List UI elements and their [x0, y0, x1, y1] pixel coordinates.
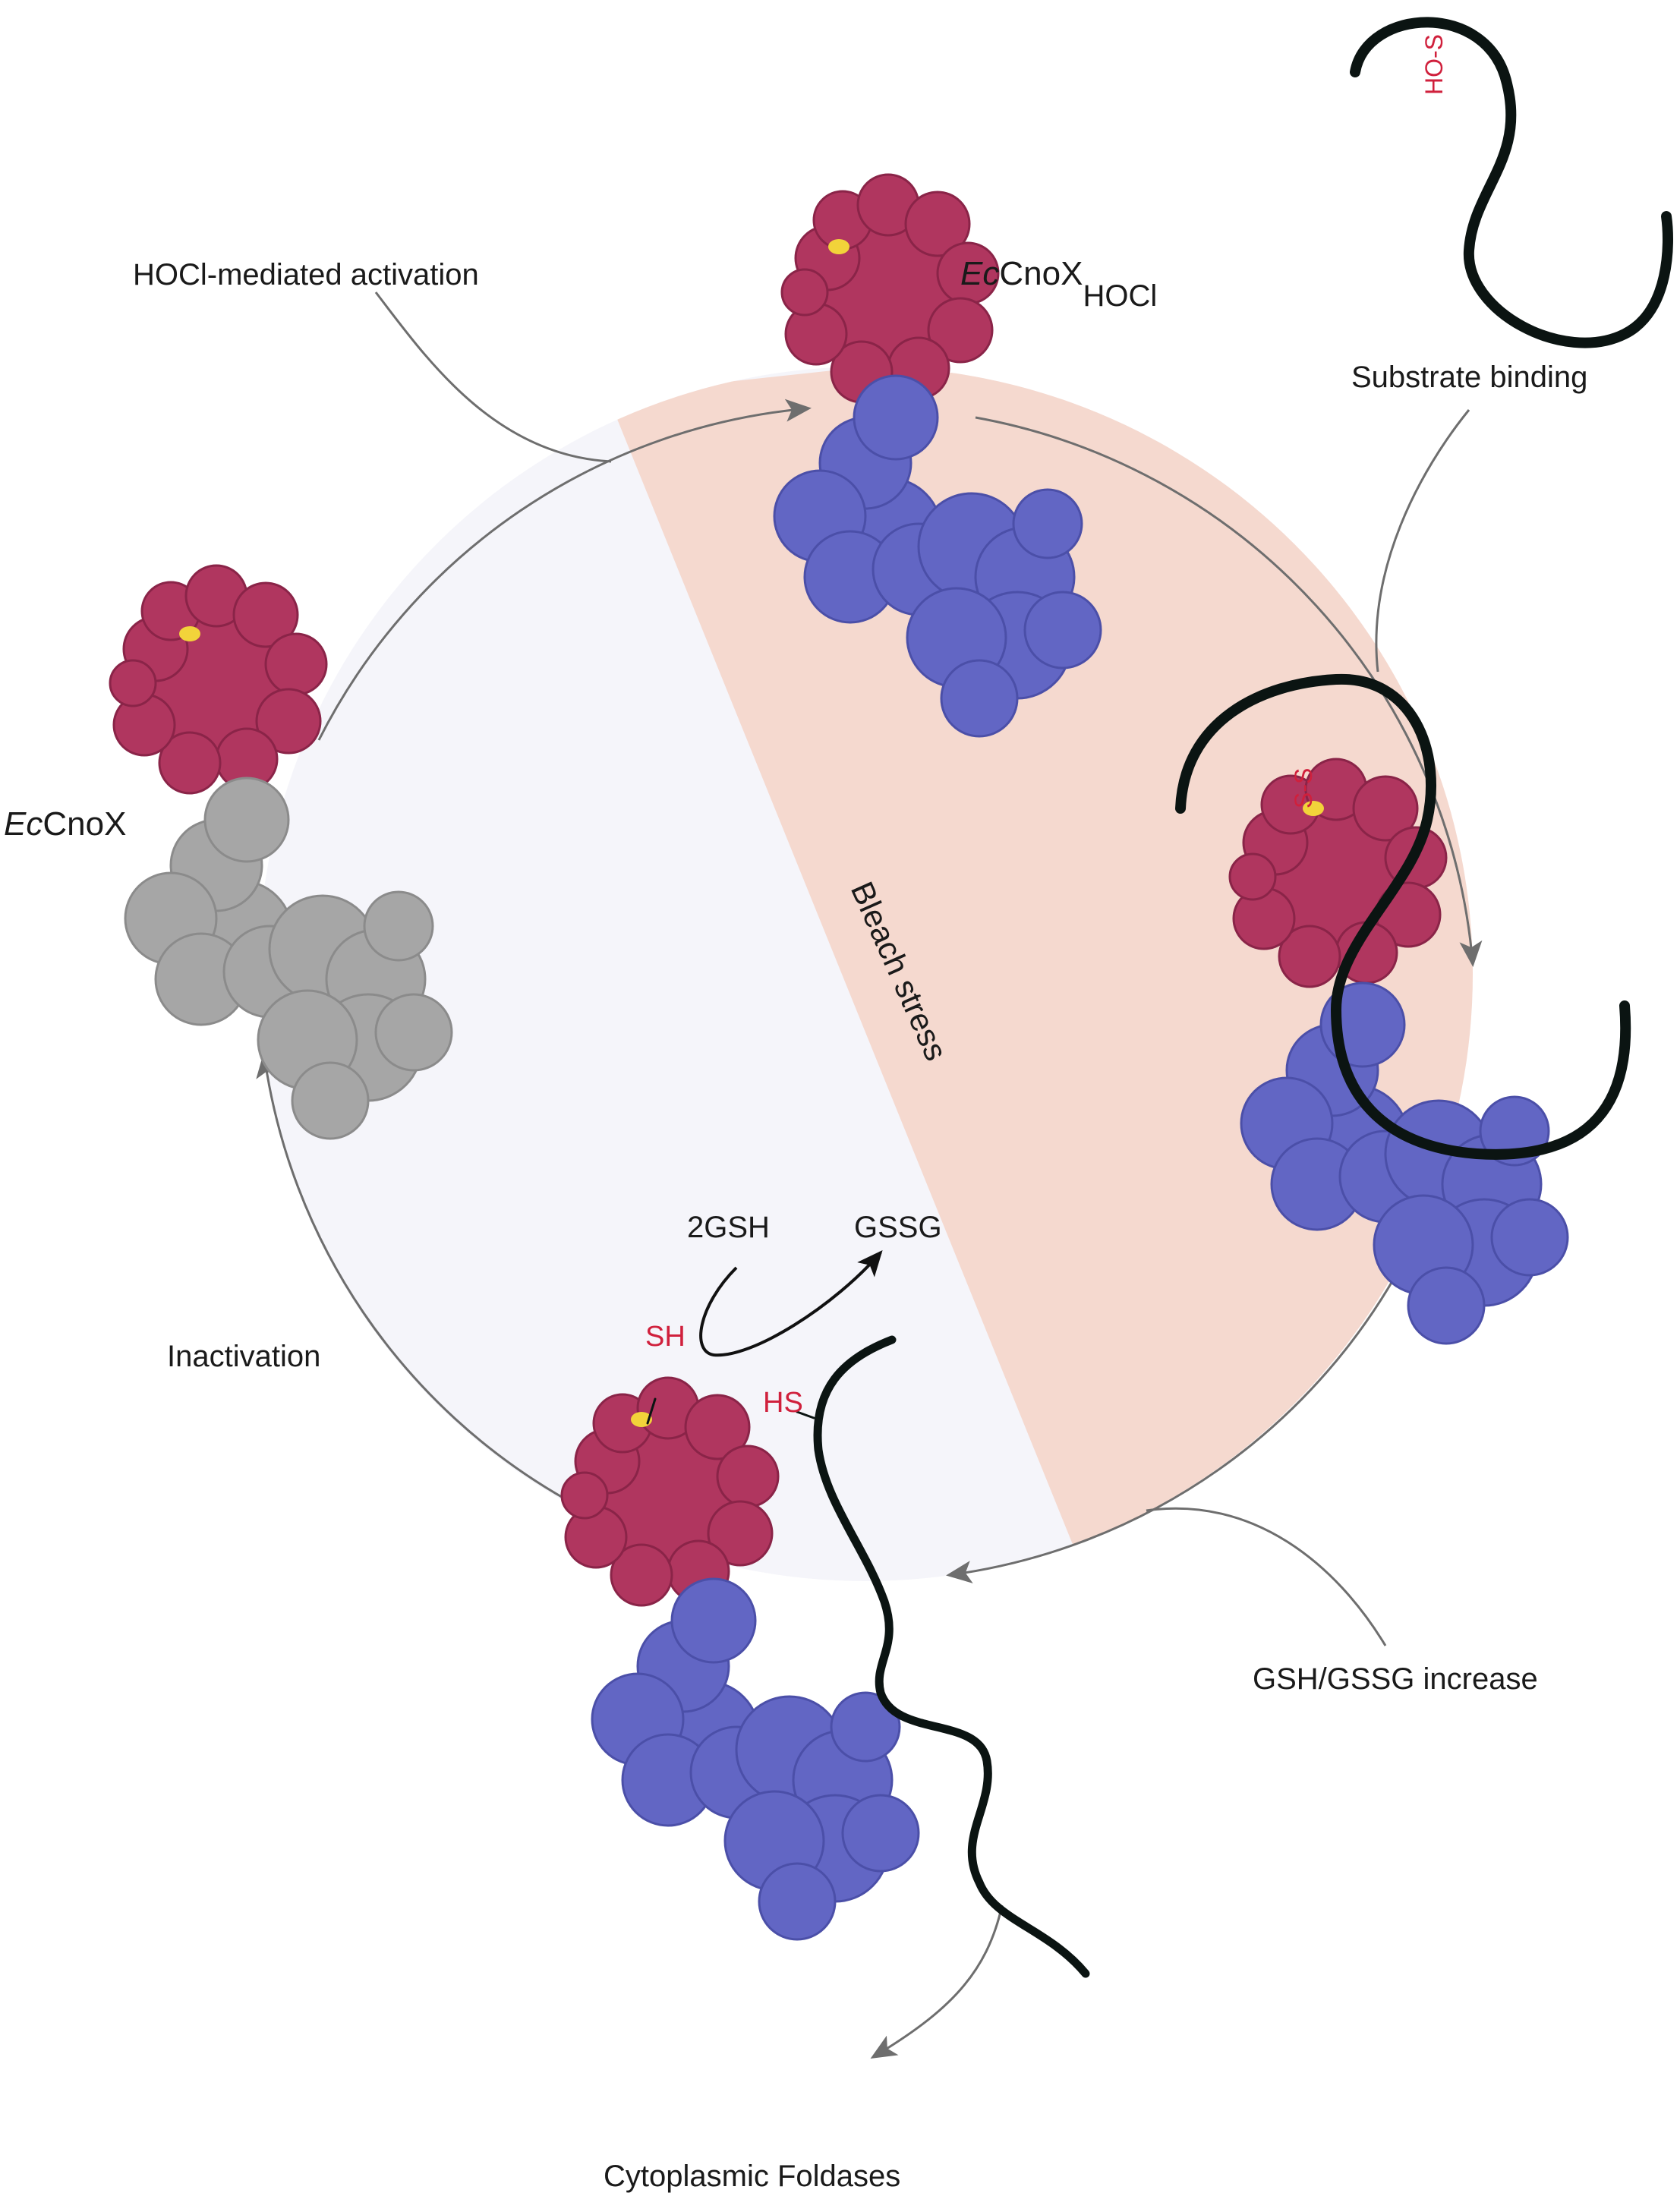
foldases-label: Cytoplasmic Foldases	[604, 2160, 900, 2193]
s-s-label: S-S	[1290, 768, 1317, 808]
sh-label: SH	[645, 1321, 686, 1353]
substrate-chain-icon	[813, 1335, 1090, 1978]
cycle-arc-bottom-right	[946, 1252, 1410, 1583]
cycle-arc-right	[975, 416, 1483, 967]
sh-thiol-bond	[646, 1397, 657, 1425]
bleach-stress-half	[607, 367, 1473, 1581]
hs-label: HS	[763, 1387, 803, 1419]
substrate-binding-curve	[1375, 409, 1470, 673]
ecnox-hocl-label: EcCnoXHOCl	[960, 255, 1157, 313]
cycle-arc-left	[256, 1052, 566, 1501]
gsh-reaction-arrow	[699, 1249, 883, 1357]
cysteine-icon	[179, 626, 200, 641]
cysteine-icon	[1303, 801, 1324, 816]
foldases-output-curve	[870, 1905, 1004, 2059]
substrate-chain-icon	[1350, 17, 1673, 348]
activation-label: HOCl-mediated activation	[133, 258, 479, 291]
inactivation-label: Inactivation	[167, 1340, 320, 1373]
activation-input-curve	[374, 291, 612, 463]
ho-s-label: HO-S	[1420, 34, 1448, 95]
hs-thiol-bond	[796, 1410, 815, 1419]
cycle-arrows	[256, 291, 1483, 2059]
protein-red-domain-icon	[109, 564, 328, 795]
gsh-increase-curve	[1146, 1507, 1387, 1646]
labels: HOCl-mediated activation Substrate bindi…	[4, 34, 1587, 2193]
ecnox-label: EcCnoX	[4, 805, 126, 843]
substrate-chains	[646, 17, 1673, 1978]
gssg-label: GSSG	[854, 1211, 942, 1244]
substrate-binding-label: Substrate binding	[1351, 361, 1587, 394]
cycle-arc-top	[317, 399, 812, 741]
cysteine-icon	[828, 239, 849, 254]
protein-blue-domain-icon	[591, 1577, 920, 1941]
two-gsh-label: 2GSH	[687, 1211, 770, 1244]
substrate-chain-icon	[1175, 673, 1631, 1160]
gsh-increase-label: GSH/GSSG increase	[1253, 1662, 1538, 1696]
ecnox-substrate-bound-protein	[1228, 758, 1569, 1345]
ecnox-inactive-protein	[109, 564, 453, 1140]
ecnox-hocl-protein	[773, 173, 1102, 738]
